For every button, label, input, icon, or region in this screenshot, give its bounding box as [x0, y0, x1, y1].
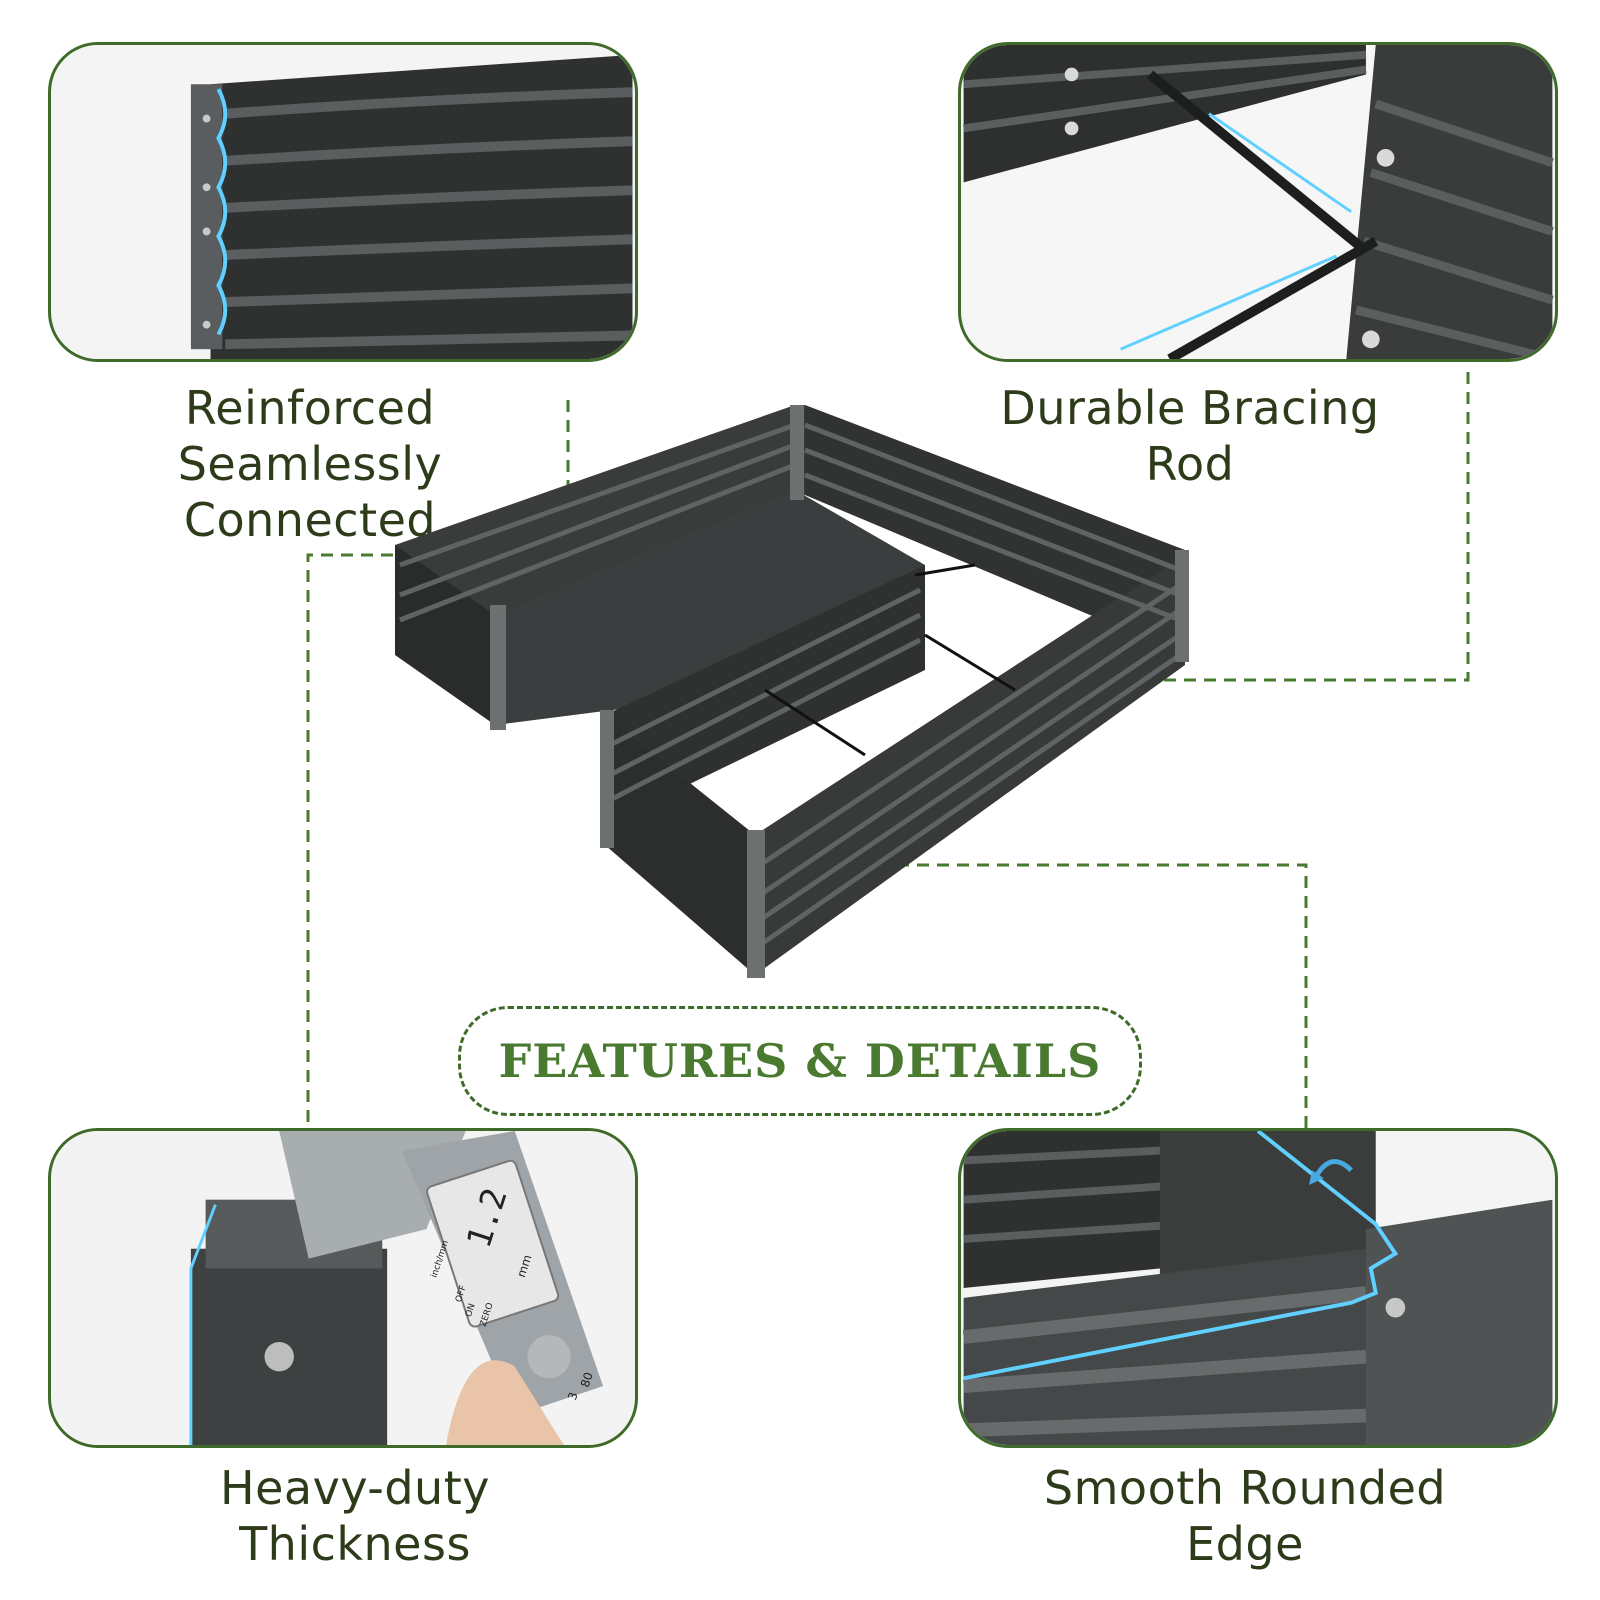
caption-line-2: Connected	[183, 493, 437, 547]
rotation-arrow-icon	[1314, 1159, 1353, 1177]
panel-bracing-rod	[958, 42, 1558, 362]
caliper-button-on: ON	[464, 1302, 478, 1318]
caption-line-1: Reinforced Seamlessly	[177, 381, 443, 491]
scale-mark-3: 3	[565, 1390, 581, 1401]
u-shaped-raised-garden-bed-image	[395, 405, 1189, 978]
caption-smooth-rounded-edge: Smooth Rounded Edge	[1043, 1461, 1447, 1571]
panel-heavy-duty-thickness: 1.2 mm inch/mm OFF ON ZERO 3 80	[48, 1128, 638, 1448]
panel-smooth-rounded-edge	[958, 1128, 1558, 1448]
bolt-icon	[264, 1341, 294, 1372]
features-details-badge: FEATURES & DETAILS	[458, 1006, 1142, 1116]
caption-reinforced-seamlessly-connected: Reinforced Seamlessly Connected	[50, 380, 570, 548]
features-title: FEATURES & DETAILS	[498, 1034, 1102, 1088]
rounded-edge-closeup-image	[962, 1131, 1553, 1445]
caption-durable-bracing-rod: Durable Bracing Rod	[1000, 381, 1380, 491]
scale-mark-80: 80	[578, 1370, 596, 1389]
caliper-measure-image: 1.2 mm inch/mm OFF ON ZERO 3 80	[53, 1131, 633, 1445]
panel-reinforced-seam	[48, 42, 638, 362]
bolt-icon	[1385, 1297, 1406, 1318]
caliper-unit: mm	[514, 1253, 534, 1279]
seam-closeup-image	[53, 45, 633, 359]
caption-heavy-duty-thickness: Heavy-duty Thickness	[220, 1461, 490, 1571]
bracing-rod-closeup-image	[963, 45, 1554, 359]
